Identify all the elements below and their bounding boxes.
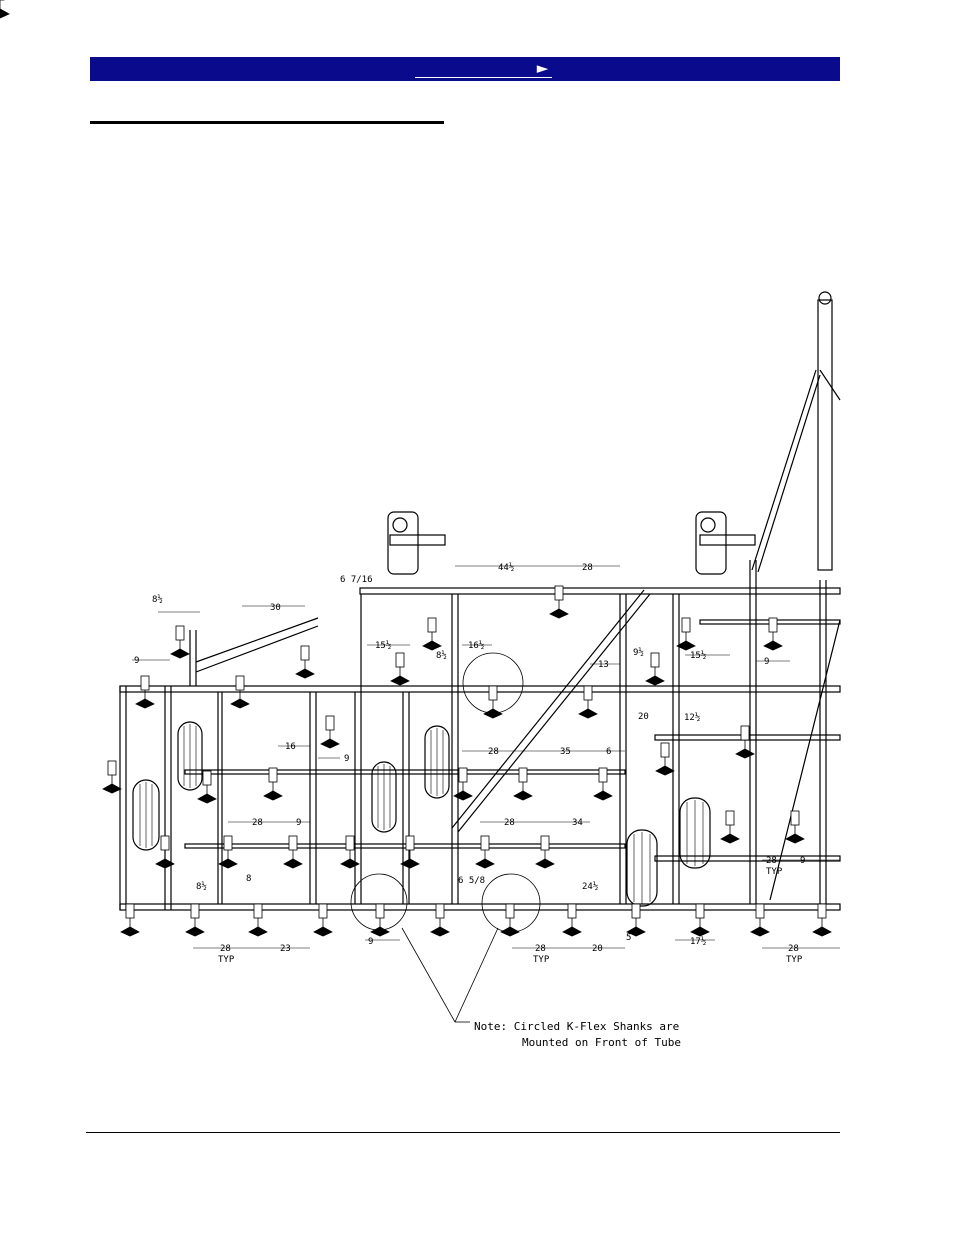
dimension-label: 15½ bbox=[375, 640, 391, 651]
wheel-tires bbox=[132, 721, 711, 907]
dimension-label: 28 bbox=[488, 747, 499, 757]
center-frame-tube-b bbox=[654, 855, 841, 862]
next-page-link[interactable]: ► bbox=[415, 59, 552, 78]
dimension-label: 15½ bbox=[690, 650, 706, 661]
navigation-bar: ► bbox=[90, 57, 840, 81]
dimension-label: 28 bbox=[582, 563, 593, 573]
dimension-label: 9 bbox=[296, 818, 301, 828]
frame-tube-front bbox=[119, 685, 841, 693]
dimension-label: 8 bbox=[246, 874, 251, 884]
dimension-label: 20 bbox=[638, 712, 649, 722]
dimension-label: 34 bbox=[572, 818, 583, 828]
dimension-label: 17½ bbox=[690, 936, 706, 947]
right-arrow-icon[interactable]: ► bbox=[536, 59, 549, 77]
footer-rule bbox=[86, 1132, 840, 1133]
dimension-label: 9 bbox=[134, 656, 139, 666]
circled-k-flex-shanks bbox=[350, 652, 541, 933]
section-heading-rule bbox=[90, 121, 444, 124]
dimension-label: 28 bbox=[535, 944, 546, 954]
frame-tube-lower bbox=[184, 843, 626, 849]
dimension-label: 9 bbox=[344, 754, 349, 764]
frame-tube-rear bbox=[119, 903, 841, 911]
dimension-label: 24½ bbox=[582, 881, 598, 892]
dimension-label: 28 bbox=[504, 818, 515, 828]
dimension-label: 8½ bbox=[196, 881, 207, 892]
dimension-label: 44½ bbox=[498, 562, 514, 573]
dimension-label: 28 bbox=[252, 818, 263, 828]
dimension-label: 28 bbox=[766, 856, 777, 866]
note-line-2: Mounted on Front of Tube bbox=[522, 1036, 681, 1049]
dimension-label: 16 bbox=[285, 742, 296, 752]
dimension-label: TYP bbox=[533, 955, 550, 965]
dimension-label: 8½ bbox=[436, 650, 447, 661]
dimension-label: 35 bbox=[560, 747, 571, 757]
frame-tube-top bbox=[359, 587, 841, 595]
frame-tube-mid bbox=[184, 769, 626, 775]
dimension-label: TYP bbox=[218, 955, 235, 965]
dimension-label: TYP bbox=[766, 867, 783, 877]
dimension-label: 23 bbox=[280, 944, 291, 954]
dimension-label: 30 bbox=[270, 603, 281, 613]
dimension-label: 9 bbox=[764, 657, 769, 667]
dimension-label: TYP bbox=[786, 955, 803, 965]
dimension-label: 16½ bbox=[468, 640, 484, 651]
dimension-label: 5 bbox=[626, 933, 631, 943]
dimension-label: 12½ bbox=[684, 712, 700, 723]
dimension-label: 9 bbox=[800, 856, 805, 866]
dimension-label: 6 bbox=[606, 747, 611, 757]
dimension-label: 13 bbox=[598, 660, 609, 670]
dimension-label: 6 5/8 bbox=[458, 876, 485, 886]
shank-array bbox=[0, 0, 832, 937]
dimension-label: 20 bbox=[592, 944, 603, 954]
dimension-label: 8½ bbox=[152, 594, 163, 605]
note-line-1: Note: Circled K-Flex Shanks are bbox=[474, 1020, 679, 1033]
dimension-label: 28 bbox=[788, 944, 799, 954]
dimension-label: 9 bbox=[368, 937, 373, 947]
dimension-label: 9½ bbox=[633, 647, 644, 658]
dimension-label: 28 bbox=[220, 944, 231, 954]
dimension-label: 6 7/16 bbox=[340, 575, 373, 585]
